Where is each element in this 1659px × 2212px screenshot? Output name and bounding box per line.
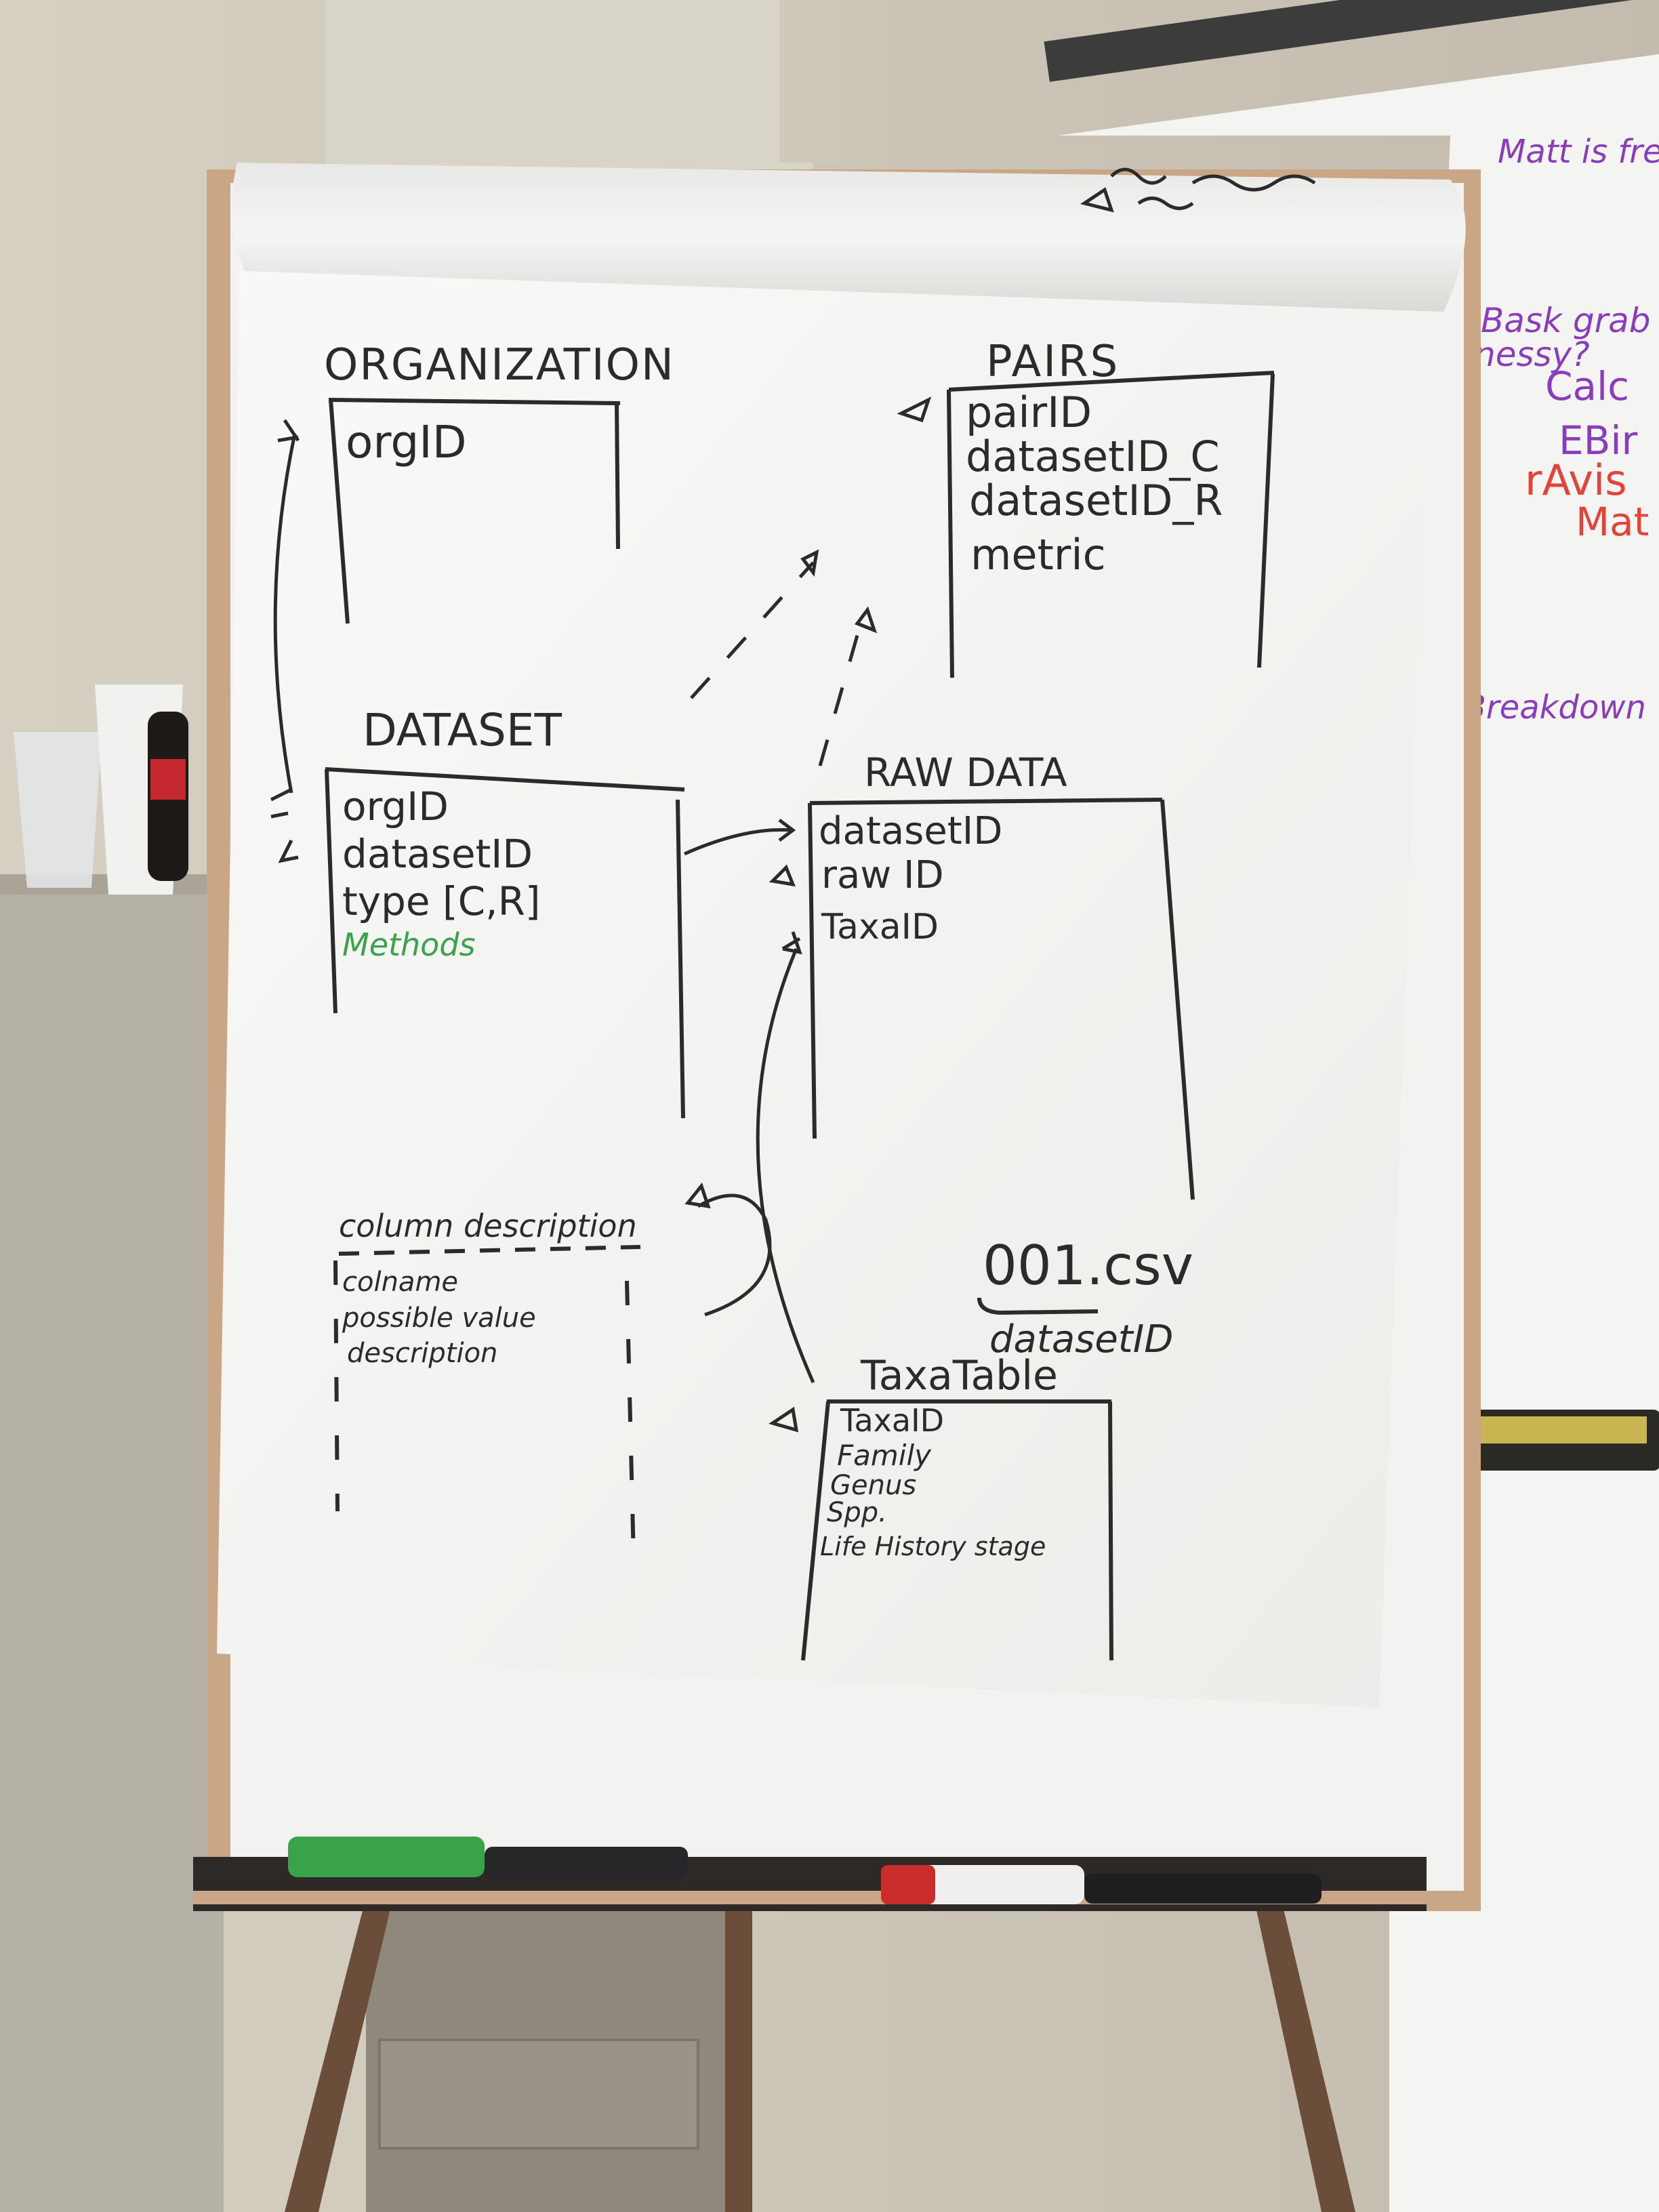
door-frame: [779, 0, 840, 163]
taxa-field-genus: Genus: [830, 1470, 916, 1501]
cups: [14, 684, 188, 895]
arrow-dataset-to-raw: [683, 827, 794, 856]
file-note-caption: datasetID: [989, 1317, 1173, 1361]
wb-note-1: Matt is fre: [1498, 133, 1659, 171]
pairs-field-datasetid-c: datasetID_C: [966, 432, 1220, 481]
pairs-title: PAIRS: [986, 337, 1120, 387]
dataset-title: DATASET: [363, 704, 562, 756]
column-description-field-possible-value: possible value: [342, 1303, 536, 1334]
cabinet-drawer: [378, 2039, 699, 2150]
dataset-field-orgid: orgID: [342, 783, 449, 830]
taxa-table-title: TaxaTable: [860, 1352, 1058, 1399]
taxa-field-spp: Spp.: [827, 1497, 887, 1528]
wb-note-8: Breakdown: [1464, 689, 1646, 726]
column-description-title: column description: [339, 1208, 637, 1244]
dataset-field-datasetid: datasetID: [342, 831, 533, 877]
paper-sheet: [217, 224, 1433, 1708]
arrow-org-to-dataset: [273, 433, 297, 794]
roll-mirror-writing: [1080, 167, 1316, 213]
table-taxa: TaxaTable TaxaID Family Genus Spp. Life …: [801, 1352, 1113, 1661]
taxa-field-life-history-stage: Life History stage: [820, 1532, 1046, 1561]
dataset-field-type: type [C,R]: [342, 878, 541, 924]
whiteboard: Matt is fre Bask grab nessy? Calc EBir r…: [1044, 0, 1659, 2212]
wb-note-3: nessy?: [1474, 335, 1590, 374]
table-raw-data: RAW DATA datasetID raw ID TaxaID: [808, 750, 1195, 1200]
table-organization: ORGANIZATION orgID: [324, 340, 675, 624]
markers: [288, 1837, 1322, 1904]
pairs-field-datasetid-r: datasetID_R: [969, 476, 1223, 525]
file-note-filename: 001.csv: [983, 1234, 1193, 1297]
organization-field-orgid: orgID: [346, 416, 467, 468]
raw-data-field-rawid: raw ID: [821, 853, 944, 897]
wb-note-5: EBir: [1559, 417, 1638, 464]
easel-legs: [285, 1898, 1355, 2212]
raw-data-field-taxaid: TaxaID: [821, 907, 939, 947]
column-description-field-description: description: [347, 1338, 497, 1369]
wb-note-2: Bask grab: [1481, 301, 1651, 340]
table-column-description: column description colname possible valu…: [333, 1208, 641, 1559]
wb-note-6: rAvis: [1525, 455, 1627, 505]
raw-data-field-datasetid: datasetID: [819, 809, 1002, 853]
door-panel: [325, 0, 813, 176]
arrow-taxa-to-raw: [756, 948, 815, 1384]
relationship-lines: [270, 396, 932, 1433]
taxa-field-taxaid: TaxaID: [840, 1402, 944, 1439]
file-note: 001.csv datasetID: [977, 1234, 1193, 1361]
dataset-field-methods: Methods: [342, 926, 476, 963]
taxa-field-family: Family: [837, 1439, 932, 1472]
arrow-raw-to-pairs-2: [818, 623, 863, 766]
pairs-field-pairid: pairID: [966, 388, 1092, 437]
wb-note-7: Mat: [1576, 499, 1649, 545]
column-description-field-colname: colname: [342, 1267, 458, 1298]
table-pairs: PAIRS pairID datasetID_C datasetID_R met…: [947, 337, 1275, 678]
table-dataset: DATASET orgID datasetID type [C,R] Metho…: [325, 704, 685, 1119]
arrow-column-description-curl: [697, 1193, 772, 1317]
cabinet: [0, 881, 224, 2212]
wb-note-4: Calc: [1545, 363, 1629, 409]
pairs-field-metric: metric: [970, 530, 1106, 579]
organization-title: ORGANIZATION: [324, 340, 675, 390]
raw-data-title: RAW DATA: [864, 750, 1067, 796]
